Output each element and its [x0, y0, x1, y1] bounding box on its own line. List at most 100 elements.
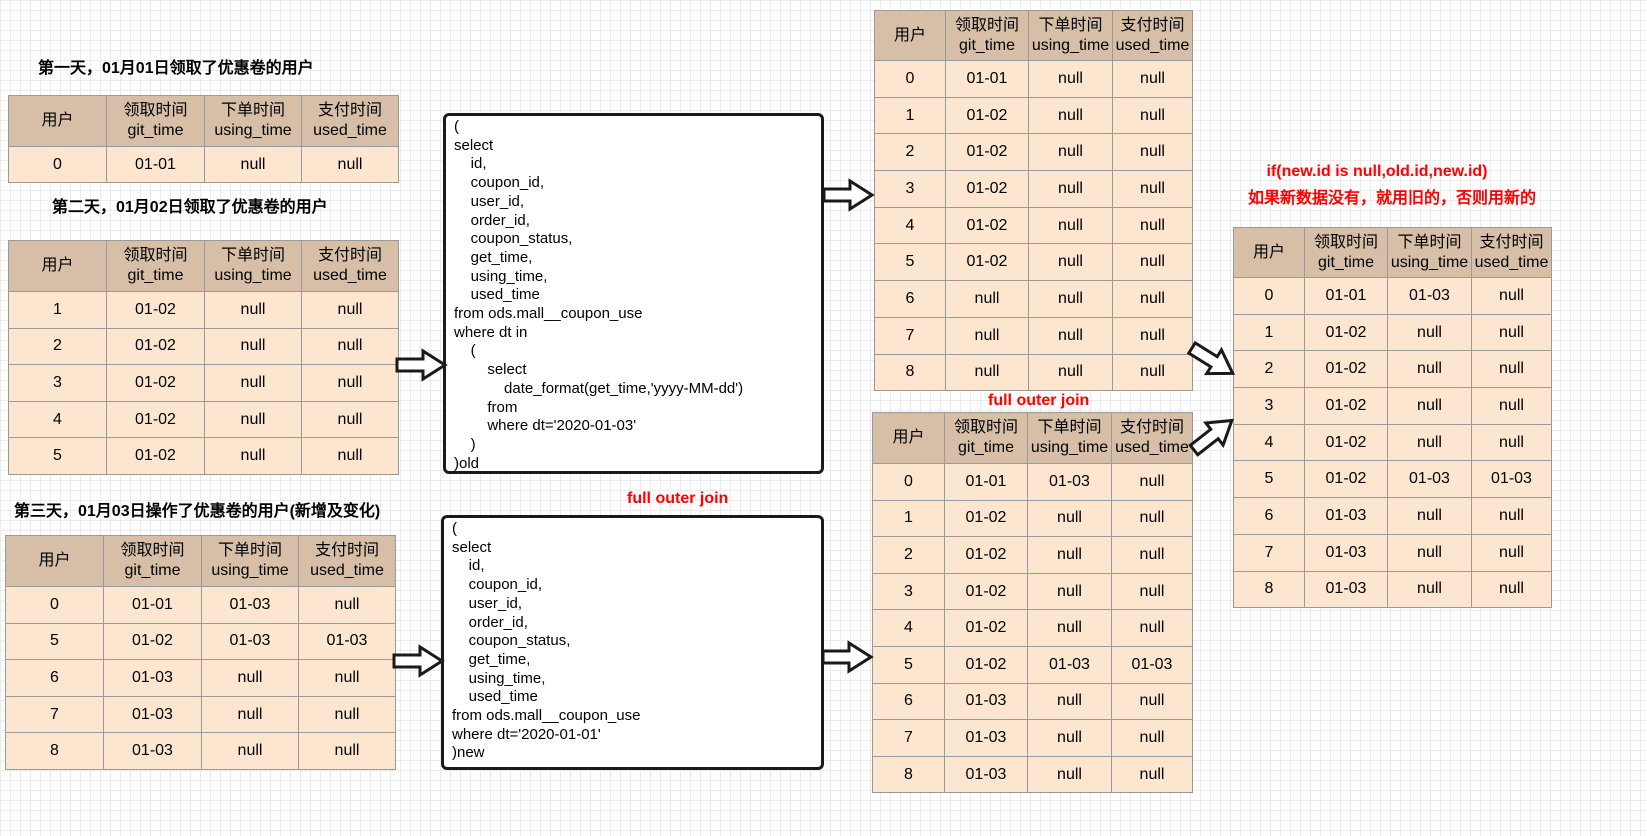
- table-cell: null: [1111, 609, 1193, 647]
- table-cell: null: [1027, 755, 1112, 794]
- table-cell: 01-02: [945, 133, 1029, 172]
- table-cell: 01-02: [1304, 387, 1388, 425]
- table-cell: null: [204, 146, 302, 183]
- header-en: git_time: [127, 267, 184, 284]
- table-cell: null: [1111, 572, 1193, 611]
- table-cell: 6: [872, 682, 945, 721]
- table-cell: 01-03: [1387, 460, 1472, 499]
- header-en: using_time: [1031, 36, 1110, 54]
- table-cell: 5: [872, 645, 945, 684]
- table-cell: null: [298, 586, 396, 624]
- table-cell: null: [1112, 353, 1193, 392]
- table-cell: null: [301, 146, 399, 183]
- table-cell: 8: [874, 353, 946, 392]
- code-line: get_time,: [454, 248, 533, 266]
- code-line: coupon_id,: [454, 174, 545, 192]
- code-line: user_id,: [452, 594, 523, 612]
- day2-label: 第二天，01月02日领取了优惠卷的用户: [52, 199, 328, 216]
- table-cell: null: [1028, 96, 1113, 135]
- table-cell: null: [1028, 316, 1113, 355]
- full-outer-join-label-top: full outer join: [988, 392, 1090, 409]
- code-line: coupon_status,: [452, 632, 571, 650]
- header-zh: 下单时间: [220, 102, 285, 119]
- table-cell: 01-02: [945, 96, 1029, 135]
- day3-label: 第三天，01月03日操作了优惠卷的用户(新增及变化): [14, 503, 381, 520]
- header-zh: 用户: [41, 257, 74, 274]
- table-cell: 01-01: [106, 146, 205, 183]
- table-cell: 0: [872, 463, 945, 501]
- code-line: ): [454, 435, 476, 453]
- table-cell: null: [1387, 350, 1472, 389]
- table-cell: 4: [872, 609, 945, 647]
- table-cell: 2: [8, 327, 107, 366]
- table-cell: null: [204, 291, 302, 329]
- code-line: where dt in: [454, 323, 528, 341]
- header-en: used_time: [313, 267, 387, 284]
- code-line: (: [452, 520, 457, 537]
- table-cell: 1: [872, 499, 945, 538]
- table-cell: 7: [872, 719, 945, 757]
- code-line: (: [454, 342, 476, 360]
- table-cell: null: [1387, 423, 1472, 462]
- table-cell: null: [204, 327, 302, 366]
- table-cell: null: [1027, 572, 1112, 611]
- header-en: used_time: [1115, 439, 1189, 456]
- table-cell: 01-03: [298, 622, 396, 661]
- rule-line2: 如果新数据没有，就用旧的，否则用新的: [1247, 190, 1536, 207]
- header-zh: 支付时间: [317, 102, 382, 119]
- table-cell: null: [1028, 243, 1113, 282]
- new-query-box: (select id, coupon_id, user_id, order_id…: [441, 515, 824, 770]
- table-cell: 01-02: [106, 364, 205, 402]
- header-zh: 领取时间: [954, 16, 1019, 34]
- table-cell: 01-01: [103, 586, 202, 624]
- table-cell: null: [298, 732, 396, 770]
- code-line: id,: [452, 557, 485, 575]
- table-cell: 3: [872, 572, 945, 611]
- table-cell: 3: [874, 170, 946, 208]
- table-cell: null: [1028, 280, 1113, 318]
- table-cell: null: [945, 353, 1029, 392]
- table-cell: 2: [874, 133, 946, 172]
- header-zh: 用户: [38, 552, 71, 569]
- arrow-old-query-to-old-table: [822, 179, 874, 211]
- header-zh: 支付时间: [1119, 419, 1184, 436]
- table-cell: 01-02: [945, 243, 1029, 282]
- day1-label: 第一天，01月01日领取了优惠卷的用户: [38, 60, 314, 77]
- header-zh: 用户: [893, 26, 926, 44]
- table-cell: 7: [5, 695, 104, 734]
- table-cell: 01-01: [945, 60, 1029, 98]
- table-cell: 0: [5, 586, 104, 624]
- code-line: using_time,: [454, 267, 548, 285]
- table-cell: 0: [8, 146, 107, 183]
- code-line: from ods.mall__coupon_use: [452, 707, 641, 725]
- header-zh: 下单时间: [1038, 16, 1103, 34]
- table-cell: 5: [8, 437, 107, 475]
- table-cell: 0: [1233, 277, 1305, 315]
- table-cell: 01-03: [103, 695, 202, 734]
- header-zh: 领取时间: [123, 102, 188, 119]
- table-cell: 01-02: [1304, 460, 1388, 499]
- table-cell: 01-02: [944, 536, 1028, 574]
